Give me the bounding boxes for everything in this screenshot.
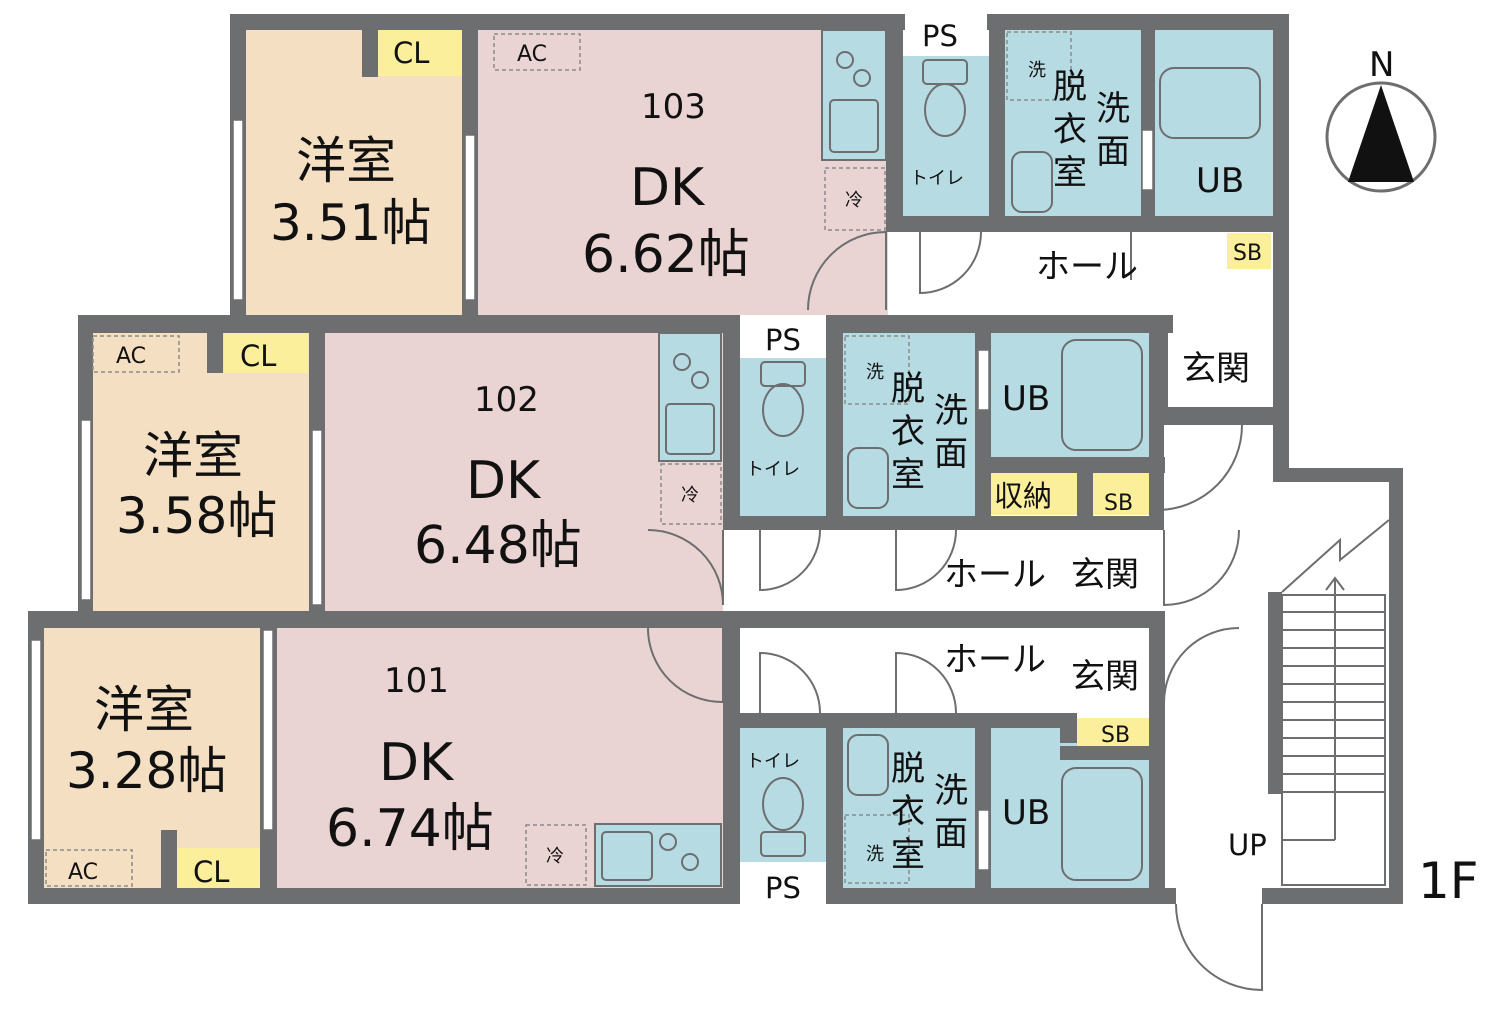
basin-char1-101: 洗	[934, 771, 968, 811]
bath-label-102: UB	[1002, 379, 1050, 419]
kitchen-counter-101	[594, 823, 722, 887]
hall-label-101: ホール	[944, 640, 1046, 680]
bedroom-label-103: 洋室	[296, 132, 396, 190]
ac-label-103: AC	[517, 42, 547, 67]
dk-label-102: DK	[466, 451, 542, 511]
toilet-label-101: トイレ	[746, 751, 800, 772]
shoebox-103	[1227, 233, 1271, 269]
bedroom-102	[93, 333, 309, 611]
storage-102	[991, 473, 1077, 515]
shoebox-label-103: SB	[1233, 241, 1262, 266]
dk-size-101: 6.74帖	[326, 799, 494, 859]
shoebox-102	[1093, 473, 1149, 515]
closet-label-102: CL	[240, 339, 276, 373]
kitchen-counter-103	[821, 29, 887, 161]
unit-number-103: 103	[641, 87, 706, 127]
basin-char2-102: 面	[934, 434, 968, 474]
ac-label-101: AC	[68, 860, 98, 885]
washroom-char3-103: 室	[1053, 153, 1087, 193]
pipe-label-102: PS	[765, 323, 801, 357]
toilet-room-101	[740, 728, 826, 862]
pipe-label-103: PS	[922, 19, 958, 53]
shoebox-label-101: SB	[1101, 723, 1130, 748]
doors	[647, 231, 1263, 992]
hall-label-103: ホール	[1036, 247, 1138, 287]
washroom-103	[1005, 30, 1141, 216]
washroom-char2-101: 衣	[891, 792, 925, 832]
windows	[30, 119, 1154, 871]
bedroom-size-101: 3.28帖	[66, 742, 227, 800]
floor-label: 1F	[1418, 852, 1479, 910]
fridge-label-102: 冷	[681, 485, 699, 506]
staircase	[1281, 519, 1390, 886]
washer-label-101: 洗	[866, 844, 884, 865]
basin-char2-103: 面	[1096, 132, 1130, 172]
kitchen-counter-102	[658, 332, 722, 462]
toilet-label-103: トイレ	[910, 168, 964, 189]
bedroom-103	[246, 30, 464, 315]
bedroom-101	[44, 628, 260, 888]
closet-103	[378, 30, 462, 76]
washroom-char3-102: 室	[891, 455, 925, 495]
stairs-up-label: UP	[1228, 828, 1267, 862]
washroom-char1-102: 脱	[891, 369, 925, 409]
bedroom-size-102: 3.58帖	[116, 487, 277, 545]
unit-number-102: 102	[474, 380, 539, 420]
dk-label-103: DK	[630, 158, 706, 218]
washroom-char3-101: 室	[891, 835, 925, 875]
closet-102	[224, 333, 308, 373]
dk-size-103: 6.62帖	[582, 225, 750, 285]
closet-label-103: CL	[393, 36, 429, 70]
storage-label-102: 収納	[994, 479, 1052, 513]
toilet-label-102: トイレ	[746, 459, 800, 480]
fridge-label-101: 冷	[546, 846, 564, 867]
bath-label-101: UB	[1002, 793, 1050, 833]
basin-char1-102: 洗	[934, 391, 968, 431]
unit-number-101: 101	[384, 661, 449, 701]
entrance-label-103: 玄関	[1182, 349, 1250, 389]
fridge-label-103: 冷	[845, 190, 863, 211]
hall-label-102: ホール	[944, 555, 1046, 595]
washroom-char2-103: 衣	[1053, 110, 1087, 150]
dashed-markers	[45, 31, 1072, 887]
entrance-label-102: 玄関	[1071, 555, 1139, 595]
walls	[28, 14, 1403, 904]
bath-label-103: UB	[1196, 161, 1244, 201]
fixtures	[601, 51, 1261, 881]
shoebox-label-102: SB	[1104, 491, 1133, 516]
dk-label-101: DK	[379, 733, 455, 793]
bath-103	[1155, 30, 1273, 216]
entrance-label-101: 玄関	[1071, 657, 1139, 697]
washer-label-102: 洗	[866, 362, 884, 383]
washroom-char1-101: 脱	[891, 749, 925, 789]
closet-101	[177, 848, 261, 888]
north-label: N	[1369, 45, 1394, 85]
north-compass	[1325, 81, 1437, 193]
washroom-char1-103: 脱	[1053, 67, 1087, 107]
washroom-101	[843, 728, 975, 888]
washer-label-103: 洗	[1028, 60, 1046, 81]
bedroom-label-101: 洋室	[94, 681, 194, 739]
washroom-char2-102: 衣	[891, 412, 925, 452]
bedroom-size-103: 3.51帖	[270, 194, 431, 252]
closet-label-101: CL	[193, 855, 229, 889]
dk-size-102: 6.48帖	[414, 516, 582, 576]
bedroom-label-102: 洋室	[143, 427, 243, 485]
dk-102	[325, 333, 723, 611]
basin-char1-103: 洗	[1096, 89, 1130, 129]
shoebox-101	[1077, 718, 1149, 746]
pipe-label-101: PS	[765, 871, 801, 905]
ac-label-102: AC	[116, 344, 146, 369]
bath-102	[991, 333, 1149, 457]
basin-char2-101: 面	[934, 814, 968, 854]
